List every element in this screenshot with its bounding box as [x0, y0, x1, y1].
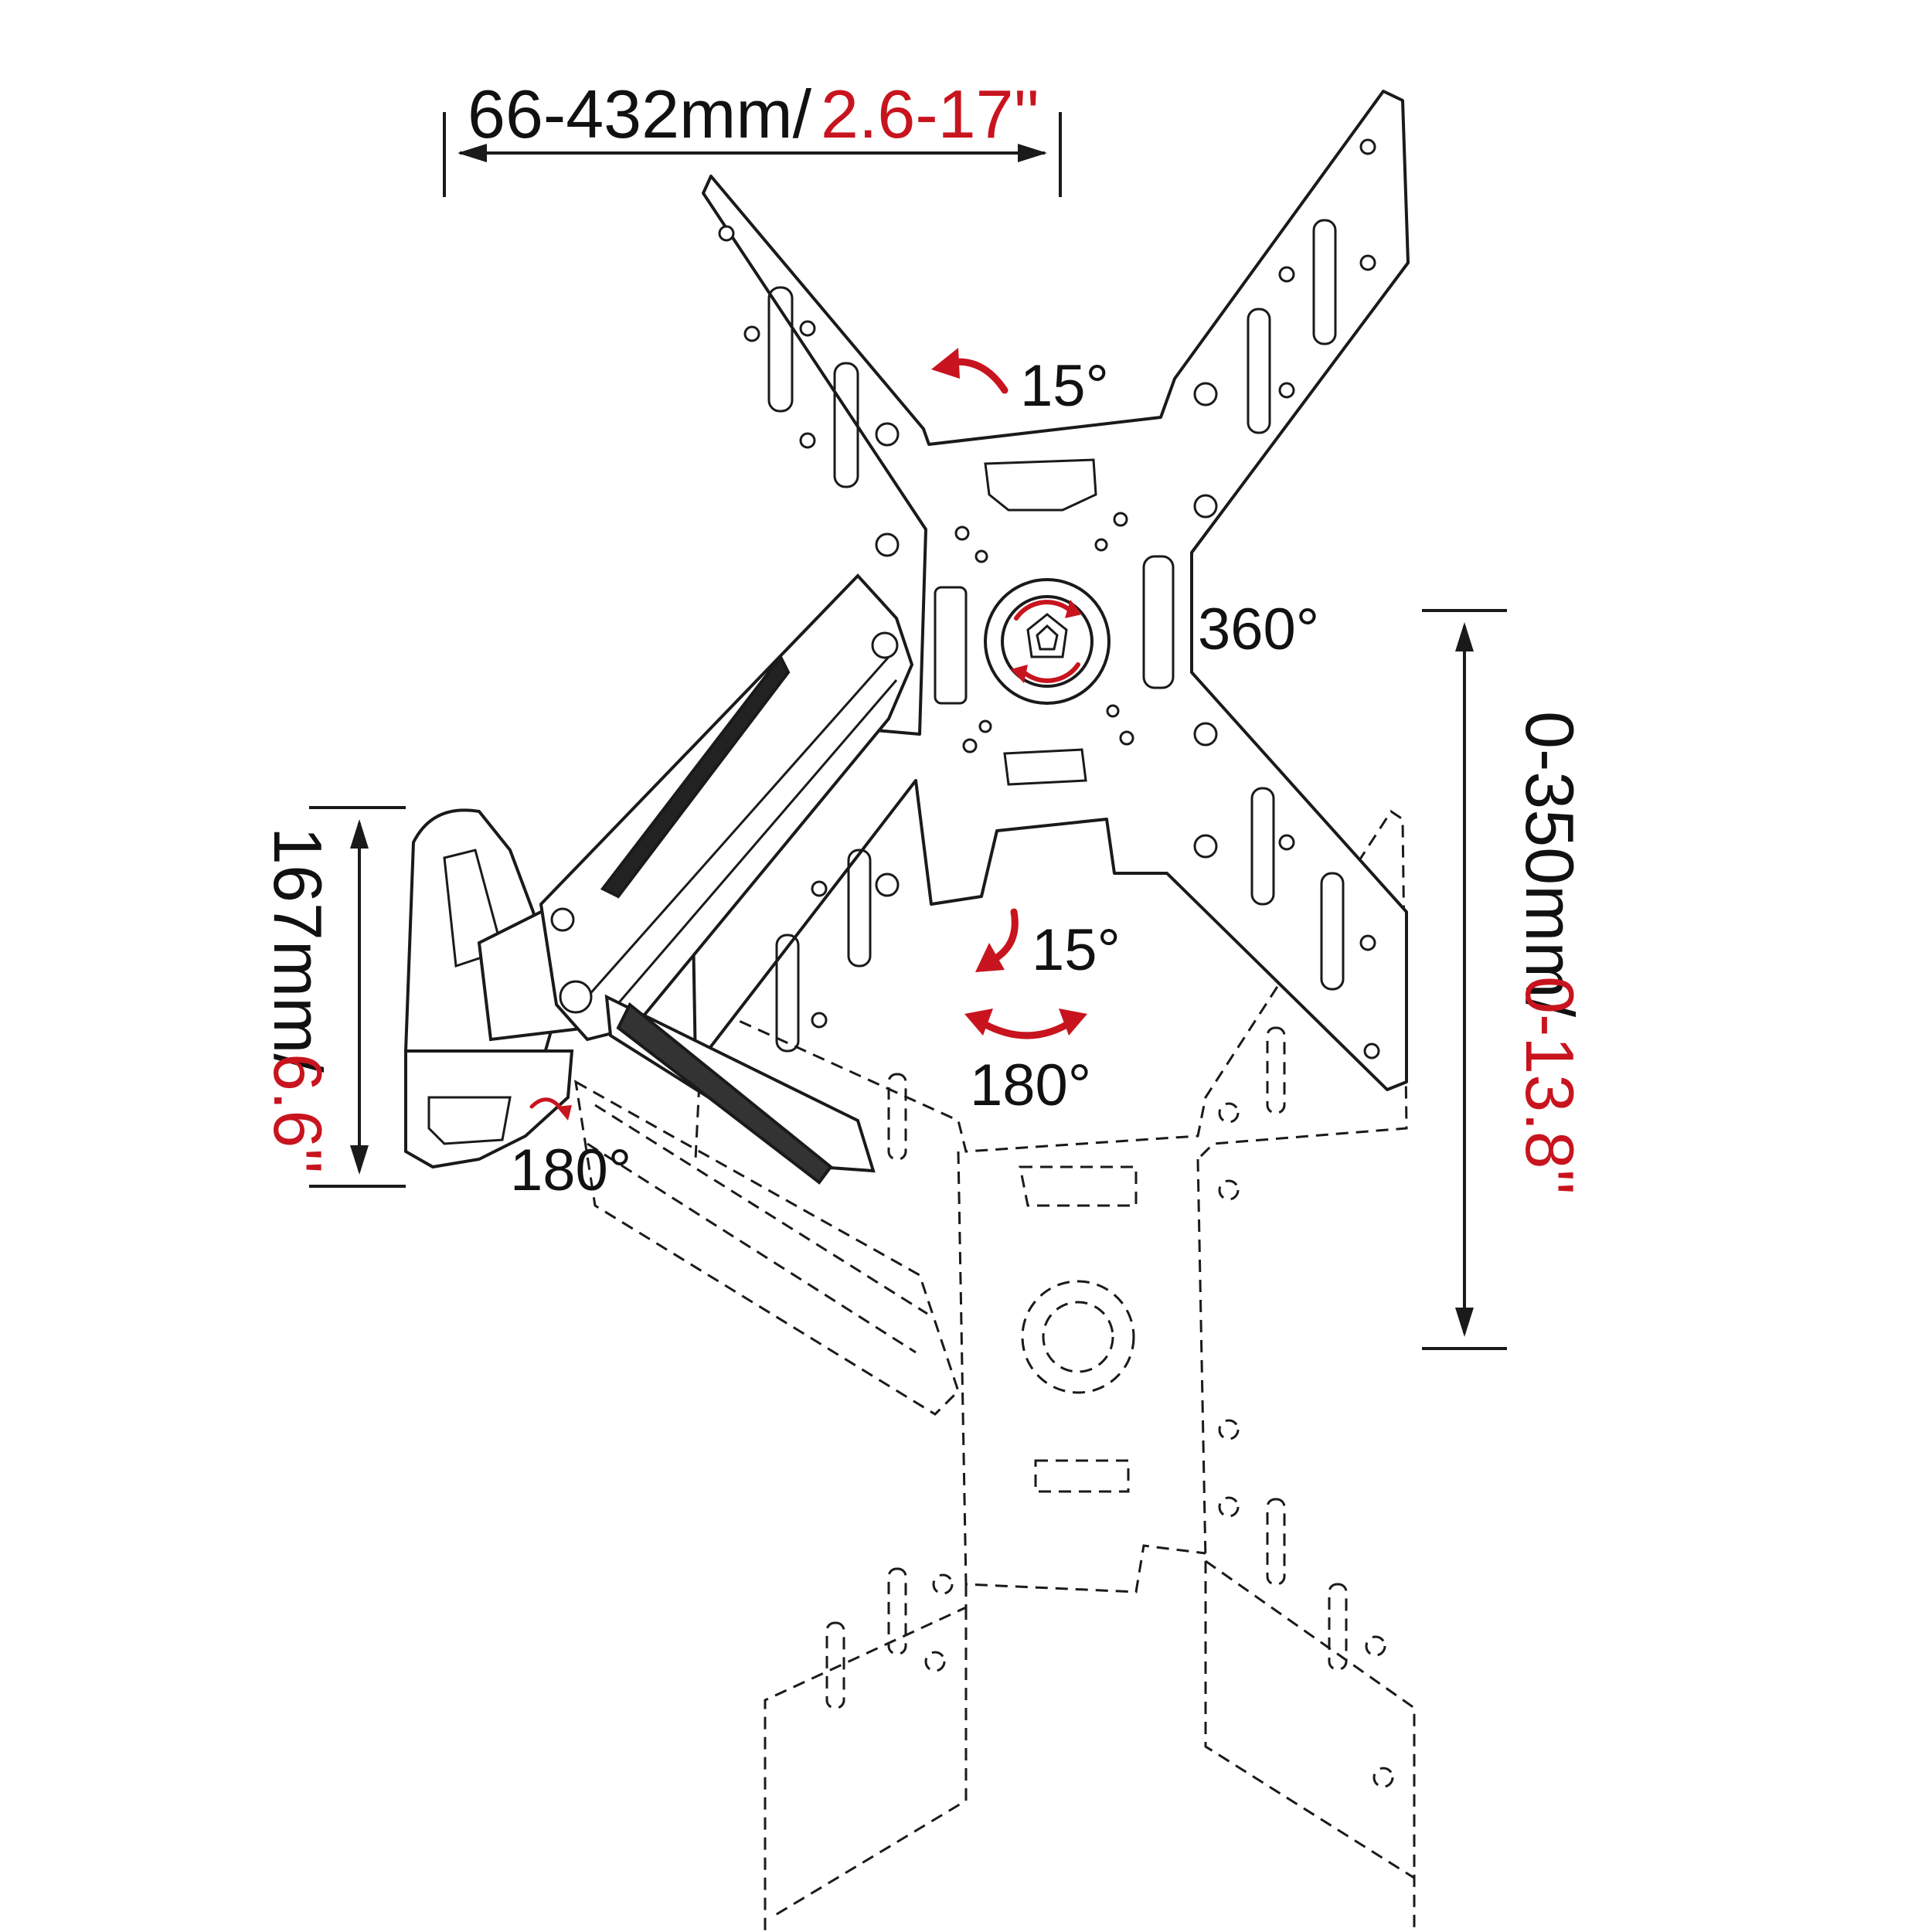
tilt-down-label: 15° — [1032, 917, 1121, 983]
extension-metric-label: 0-350mm/ — [1512, 711, 1588, 1018]
tilt-up-label: 15° — [1020, 353, 1109, 419]
width-dimension: 66-432mm/ 2.6-17'' — [443, 76, 1062, 197]
swivel-plate-indicator: 180° — [964, 1009, 1091, 1118]
extension-dimension: 0-350mm/ 0-13.8'' — [1422, 609, 1588, 1350]
height-imperial-label: 6.6'' — [260, 1053, 336, 1174]
tilt-up-indicator: 15° — [931, 348, 1109, 419]
swivel-wall-label: 180° — [510, 1138, 631, 1203]
rotation-icon — [1011, 600, 1082, 683]
swivel-arrow-icon — [974, 1016, 1078, 1039]
extension-imperial-label: 0-13.8'' — [1512, 976, 1588, 1195]
articulated-arm — [403, 573, 914, 1185]
rotation-label: 360° — [1198, 597, 1319, 662]
width-metric-label: 66-432mm/ — [468, 76, 812, 152]
rotation-indicator: 360° — [1198, 597, 1319, 662]
tilt-down-indicator: 15° — [975, 908, 1121, 983]
swivel-plate-label: 180° — [970, 1053, 1091, 1118]
height-dimension: 167mm/ 6.6'' — [260, 806, 406, 1188]
swivel-wall-indicator: 180° — [510, 1097, 631, 1203]
width-imperial-label: 2.6-17'' — [821, 76, 1039, 152]
height-metric-label: 167mm/ — [260, 827, 336, 1073]
